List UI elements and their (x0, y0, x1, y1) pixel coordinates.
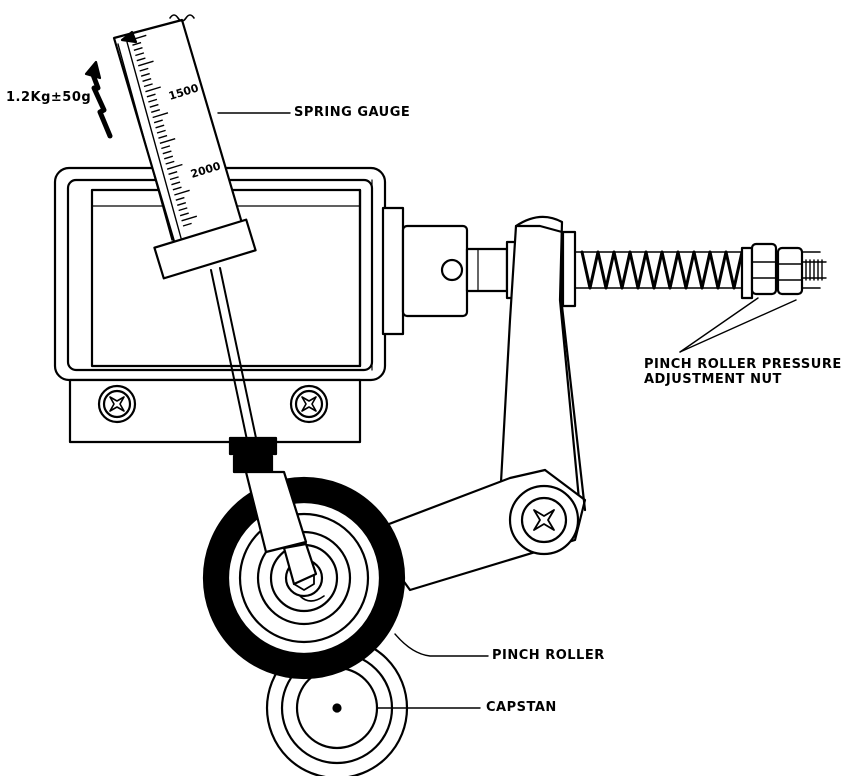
gauge-tick (146, 93, 156, 98)
gauge-tick (136, 57, 146, 62)
solenoid-housing (381, 206, 531, 336)
gauge-tick (156, 129, 166, 134)
adjustment-nut-label-line1: PINCH ROLLER PRESSURE (644, 357, 842, 372)
gauge-tick (178, 207, 188, 212)
mounting-screw-left (97, 384, 137, 424)
gauge-tick (181, 215, 198, 222)
gauge-tick (152, 112, 169, 119)
gauge-tick (171, 181, 181, 186)
gauge-tick (182, 222, 192, 227)
gauge-tick (138, 60, 154, 67)
pinch-roller-label: PINCH ROLLER (492, 648, 605, 663)
pinch-roller-arm (366, 215, 587, 592)
gauge-tick (175, 196, 185, 201)
adjustment-nut-leader-2 (679, 299, 797, 353)
capstan-label: CAPSTAN (486, 700, 557, 715)
gauge-tick (133, 47, 143, 52)
gauge-tick (140, 72, 150, 77)
gauge-tick (177, 202, 187, 207)
gauge-tick (172, 186, 182, 191)
spring-gauge-ticks (130, 34, 198, 227)
adjustment-spring (561, 230, 821, 308)
spring-gauge (112, 14, 257, 280)
gauge-tick (174, 189, 190, 196)
gauge-tick (179, 212, 189, 217)
gauge-tick (155, 124, 165, 129)
pinch-roller-leader (394, 633, 489, 657)
gauge-tick (142, 78, 152, 83)
mounting-screw-right (289, 384, 329, 424)
gauge-tick (130, 34, 147, 41)
spring-gauge-label: SPRING GAUGE (294, 105, 411, 120)
gauge-tick (162, 150, 172, 155)
gauge-tick (158, 134, 168, 139)
gauge-tick (143, 83, 153, 88)
gauge-tick (148, 98, 158, 103)
gauge-tick (166, 163, 183, 170)
gauge-tick (135, 52, 145, 57)
adjustment-nut-label-line2: ADJUSTMENT NUT (644, 372, 782, 387)
gauge-tick (165, 160, 175, 165)
gauge-tick (153, 119, 163, 124)
adjustment-nut (750, 242, 827, 296)
gauge-tick (169, 176, 179, 181)
gauge-tick (159, 137, 176, 145)
gauge-tick (145, 86, 161, 93)
gauge-tick (151, 109, 161, 114)
tension-label: 1.2Kg±50g (6, 90, 92, 105)
gauge-tick (132, 41, 142, 46)
gauge-tick (164, 155, 174, 160)
gauge-tick (161, 145, 171, 150)
spring-gauge-rod (210, 267, 318, 586)
gauge-tick (149, 103, 159, 108)
adjustment-nut-label: PINCH ROLLER PRESSURE ADJUSTMENT NUT (644, 357, 842, 387)
tension-arrow-icon (84, 60, 113, 139)
gauge-tick (168, 171, 178, 176)
gauge-tick (139, 67, 149, 72)
adjustment-nut-leader-1 (679, 297, 759, 353)
